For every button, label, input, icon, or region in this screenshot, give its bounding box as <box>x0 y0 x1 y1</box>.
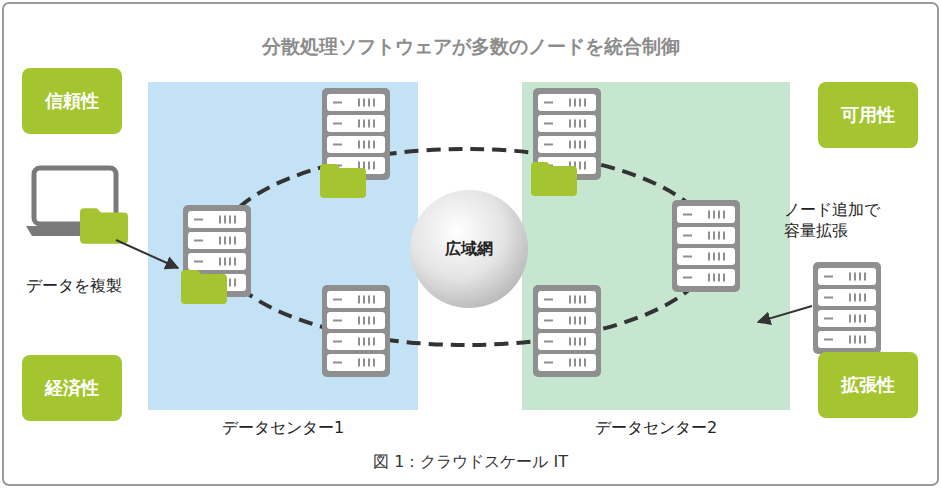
band-heading: データセンター1 <box>148 418 418 439</box>
figure-caption: 図 1：クラウドスケール IT <box>0 452 941 473</box>
feature-box: 経済性 <box>22 355 122 421</box>
band-fill <box>148 82 418 410</box>
node-text: 拡張性 <box>841 373 895 397</box>
laptop-icon <box>26 168 124 236</box>
node-text: 広域網 <box>445 239 493 260</box>
node-text: 可用性 <box>841 103 895 127</box>
datacenter-band: データセンター2 <box>522 82 790 440</box>
feature-box: 拡張性 <box>818 352 918 418</box>
node-text: 経済性 <box>45 376 99 400</box>
node-text: 信頼性 <box>45 89 99 113</box>
diagram-title: 分散処理ソフトウェアが多数のノードを統合制御 <box>0 34 941 60</box>
annotation-label: データを複製 <box>26 276 156 297</box>
wan-globe: 広域網 <box>410 190 528 308</box>
outer-frame <box>3 3 938 485</box>
added-server-icon <box>813 262 881 354</box>
band-heading: データセンター2 <box>522 418 790 439</box>
feature-box: 信頼性 <box>22 68 122 134</box>
folder-icon <box>80 208 128 243</box>
datacenter-band: データセンター1 <box>148 82 418 440</box>
feature-box: 可用性 <box>818 82 918 148</box>
annotation-label: ノード追加で 容量拡張 <box>784 200 888 242</box>
band-fill <box>522 82 790 410</box>
